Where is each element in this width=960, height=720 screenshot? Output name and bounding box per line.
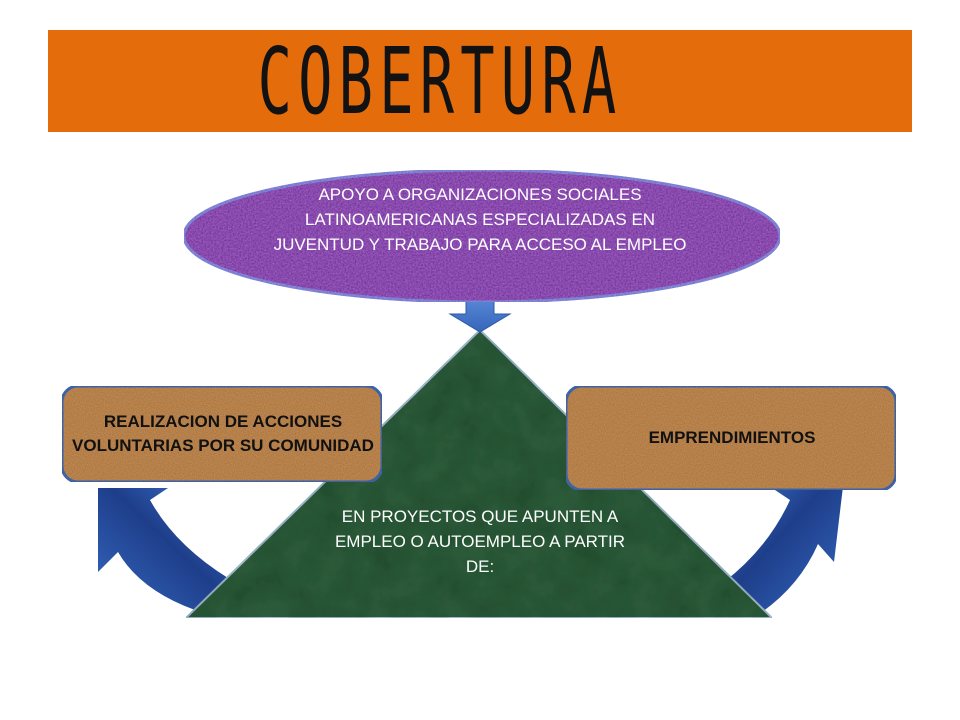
arrow-up-right — [724, 478, 844, 612]
left-box-label: REALIZACION DE ACCIONES VOLUNTARIAS POR … — [72, 412, 374, 455]
right-box-label: EMPRENDIMIENTOS — [648, 428, 816, 447]
triangle-label: EN PROYECTOS QUE APUNTEN A EMPLEO O AUTO… — [334, 507, 626, 576]
left-box — [60, 384, 384, 484]
purple-ellipse — [182, 168, 782, 304]
title-bar: COBERTURA — [48, 27, 912, 135]
right-box — [564, 384, 898, 492]
arrow-up-left — [98, 488, 228, 610]
page-title: COBERTURA — [257, 27, 623, 135]
ellipse-label: APOYO A ORGANIZACIONES SOCIALES LATINOAM… — [273, 185, 687, 254]
